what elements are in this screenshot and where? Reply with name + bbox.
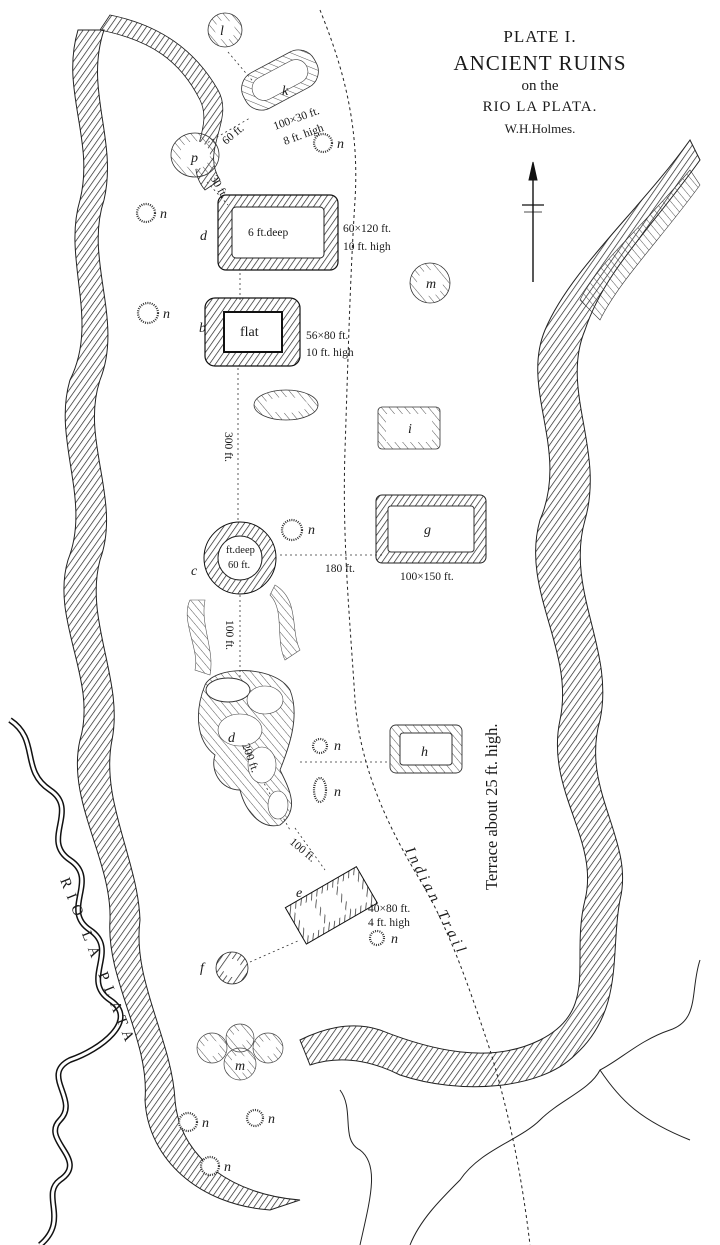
dim-b-inner: flat	[240, 325, 259, 340]
ruin-l	[207, 12, 243, 48]
dim-e-height: 4 ft. high	[368, 917, 410, 929]
ruin-p	[170, 132, 220, 178]
left-escarpment	[63, 29, 301, 1211]
indian-trail-label: Indian Trail	[401, 844, 470, 959]
ruin-m-upper	[409, 262, 451, 304]
map-title: ANCIENT RUINS	[453, 51, 627, 75]
label-n-3: n	[163, 307, 170, 322]
dim-p-dist: 60 ft.	[220, 122, 246, 147]
label-b: b	[199, 321, 206, 336]
label-d-upper: d	[200, 229, 208, 244]
label-n-4: n	[308, 523, 315, 538]
dim-b-size: 56×80 ft.	[306, 330, 348, 342]
dim-180: 180 ft.	[325, 563, 355, 575]
label-n-7: n	[391, 932, 398, 947]
title-block: PLATE I. ANCIENT RUINS on the RIO LA PLA…	[430, 24, 650, 140]
label-n-10: n	[224, 1160, 231, 1175]
drainage-lines	[339, 959, 701, 1245]
dim-a-inner: 6 ft.deep	[248, 227, 288, 239]
label-g: g	[424, 523, 431, 538]
ruin-e-rooms	[284, 865, 379, 945]
author: W.H.Holmes.	[504, 121, 576, 136]
ruin-b-flat	[204, 297, 301, 367]
label-n-6: n	[334, 785, 341, 800]
dim-a-size: 60×120 ft.	[343, 223, 391, 235]
label-c: c	[191, 564, 198, 579]
label-e: e	[296, 886, 302, 901]
label-n-2: n	[160, 207, 167, 222]
ruin-g	[375, 494, 487, 564]
ruin-i	[377, 406, 441, 450]
ruin-a-depression	[217, 194, 339, 271]
ruin-c-circular	[203, 521, 277, 595]
right-top-cliff	[579, 169, 701, 321]
label-n-1: n	[337, 137, 344, 152]
label-d-lower: d	[228, 731, 236, 746]
ruin-f	[215, 951, 249, 985]
top-escarpment	[99, 14, 224, 191]
title-connector: on the	[521, 78, 559, 94]
title-river: RIO LA PLATA.	[482, 99, 598, 115]
label-m-upper: m	[426, 277, 436, 292]
label-h: h	[421, 745, 428, 760]
plate-number: PLATE I.	[503, 27, 577, 46]
label-k: k	[282, 84, 289, 99]
dim-300: 300 ft.	[222, 432, 234, 462]
label-n-8: n	[202, 1116, 209, 1131]
label-m-lower: m	[235, 1059, 245, 1074]
small-mounds-n	[135, 132, 386, 1177]
rubble-c	[186, 584, 301, 676]
label-p: p	[190, 151, 198, 166]
label-f: f	[200, 961, 206, 976]
dim-c-inner: ft.deep	[226, 545, 255, 556]
label-n-5: n	[334, 739, 341, 754]
ruin-d-complex	[197, 670, 295, 827]
dim-c-size: 60 ft.	[228, 560, 250, 571]
label-l: l	[220, 24, 224, 39]
indian-trail-path	[319, 9, 531, 1245]
dim-100a: 100 ft.	[223, 620, 235, 650]
ruin-h	[389, 724, 463, 774]
label-n-9: n	[268, 1112, 275, 1127]
dim-a-height: 10 ft. high	[343, 241, 391, 253]
river-rio-la-plata	[8, 717, 124, 1245]
terrace-label: Terrace about 25 ft. high.	[482, 723, 501, 890]
right-escarpment	[299, 139, 701, 1088]
dim-e-size: 40×80 ft.	[368, 903, 410, 915]
dim-b-height: 10 ft. high	[306, 347, 354, 359]
dim-g-size: 100×150 ft.	[400, 571, 454, 583]
north-arrow	[522, 161, 544, 282]
dim-100b: 100 ft.	[287, 836, 318, 865]
label-i: i	[408, 422, 412, 437]
ruin-k	[241, 49, 319, 111]
